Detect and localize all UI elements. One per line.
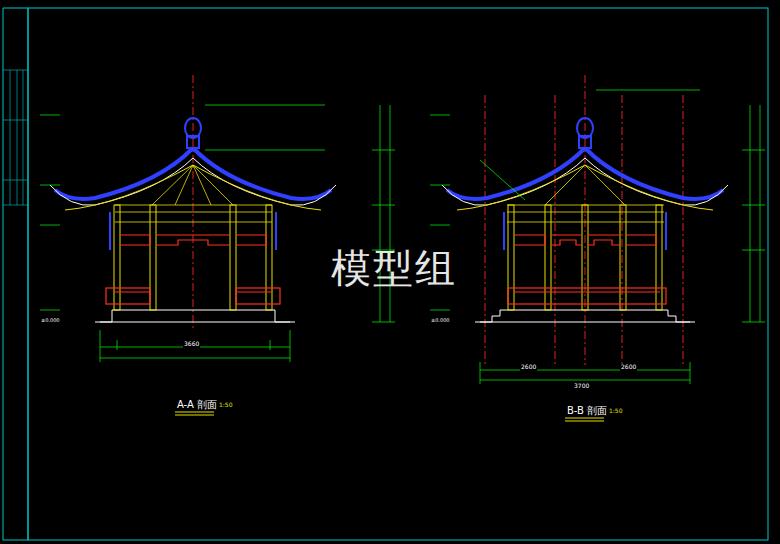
section-title: A-A 剖面 — [176, 399, 218, 410]
watermark: 模型组 — [330, 246, 458, 290]
section-title: 1:50 — [608, 408, 623, 415]
dimension-text: 3700 — [573, 383, 590, 390]
dimension-text: ±0.000 — [430, 318, 451, 324]
dimension-text: 2600 — [620, 364, 637, 371]
section-title: 1:50 — [218, 402, 233, 409]
section-title: B-B 剖面 — [566, 405, 608, 416]
dimension-text: 3660 — [183, 341, 200, 348]
dimension-text: ±0.000 — [40, 318, 61, 324]
dimension-text: 2600 — [520, 364, 537, 371]
